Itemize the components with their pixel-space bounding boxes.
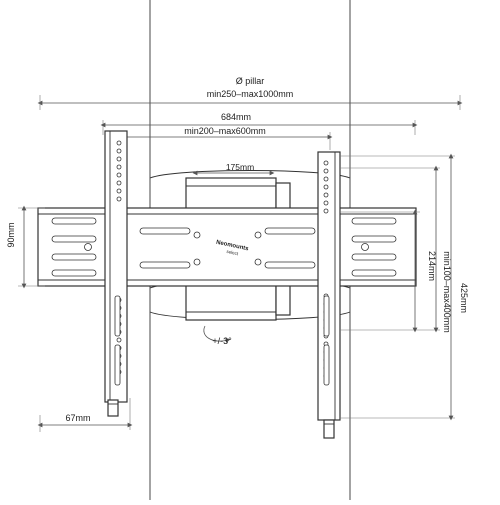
pillar-label: Ø pillar [236, 76, 265, 86]
height-adjust-label: min100–max400mm [442, 251, 452, 333]
clamp-brackets [185, 177, 291, 321]
height-214-label: 214mm [427, 251, 437, 281]
width-adjust-label: min200–max600mm [184, 126, 266, 136]
horizontal-rail: Neomounts select [37, 207, 417, 287]
height-90-dimension: 90mm [6, 205, 45, 289]
right-height-dimensions: 214mm min100–max400mm 425mm [340, 153, 469, 421]
bracket-width-label: 175mm [226, 162, 254, 172]
right-vertical-arm [317, 151, 341, 439]
tilt-indicator: +/-3° [203, 325, 232, 346]
left-vertical-arm [104, 130, 128, 417]
offset-67-label: 67mm [65, 413, 90, 423]
bracket-width-dimension: 175mm [192, 162, 275, 176]
brand-sub: select [226, 249, 239, 256]
height-total-label: 425mm [459, 283, 469, 313]
tilt-label: +/-3° [212, 336, 232, 346]
pillar-dimension: Ø pillar min250–max1000mm [37, 76, 463, 110]
offset-67-dimension: 67mm [37, 398, 133, 432]
pillar-range: min250–max1000mm [207, 89, 294, 99]
width-total-label: 684mm [221, 112, 251, 122]
height-90-label: 90mm [6, 222, 16, 247]
